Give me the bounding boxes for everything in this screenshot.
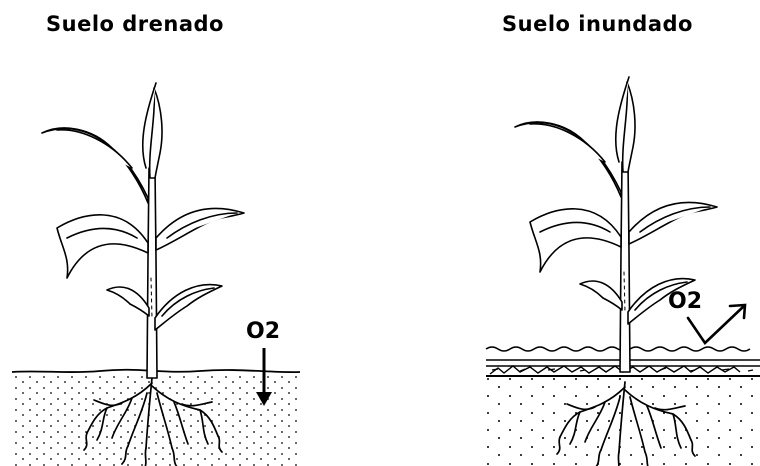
panel-title-flooded: Suelo inundado [502, 12, 693, 36]
water-surface [485, 346, 751, 352]
o2-label-flooded: O2 [668, 289, 702, 314]
maize-plant-drained [41, 82, 245, 379]
flooded-soil [486, 377, 760, 466]
o2-arrow-up-right-icon [686, 303, 747, 345]
o2-label-drained: O2 [246, 319, 280, 344]
panel-title-drained: Suelo drenado [46, 12, 224, 36]
panel-flooded: O2 [485, 76, 760, 466]
flooded-top-soil [486, 365, 760, 377]
o2-arrow-down-icon [256, 348, 272, 406]
maize-plant-flooded [514, 76, 718, 373]
panel-drained: O2 [11, 82, 301, 466]
drained-soil [12, 372, 300, 466]
